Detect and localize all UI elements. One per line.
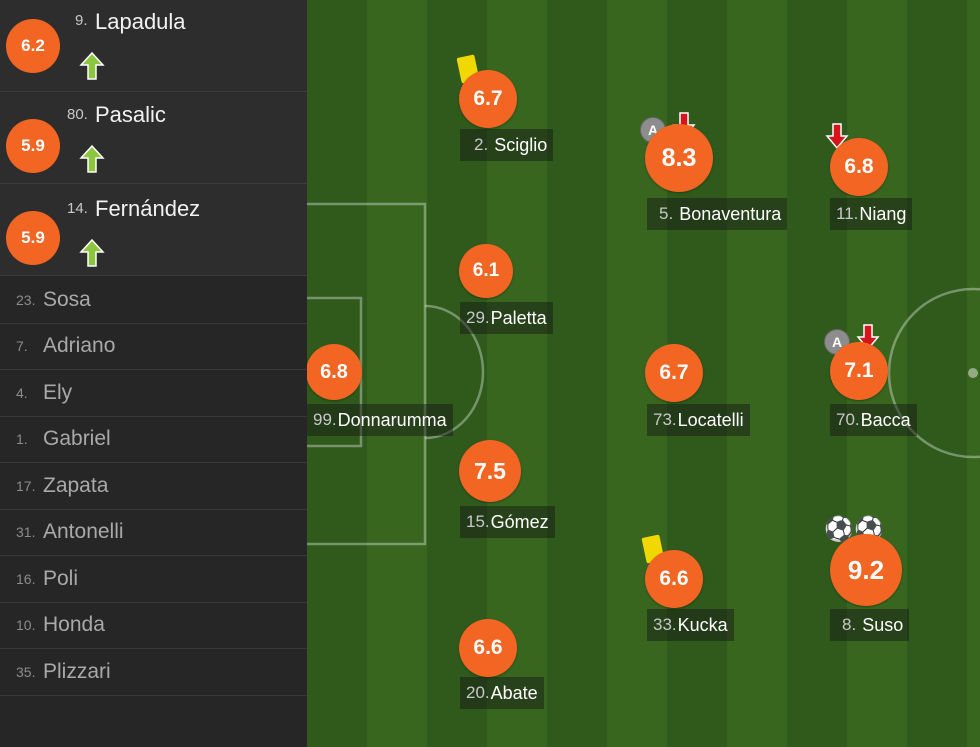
bench-row[interactable]: 31. Antonelli	[0, 510, 307, 556]
bench-row[interactable]: 10. Honda	[0, 603, 307, 649]
player-name: Kucka	[677, 614, 728, 635]
player-name: Bacca	[860, 409, 911, 430]
rating-badge: 6.8	[830, 138, 888, 196]
player-number: 15.	[466, 512, 490, 531]
player-number: 23.	[16, 292, 36, 308]
player-number: 99.	[313, 410, 337, 429]
sub-row-fernandez[interactable]: 5.9 14. Fernández	[0, 184, 307, 276]
player-name: Locatelli	[677, 409, 744, 430]
player-label-kucka[interactable]: 33.Kucka	[647, 609, 734, 641]
rating-badge: 6.8	[307, 344, 362, 400]
player-number: 7.	[16, 338, 28, 354]
bench-row[interactable]: 17. Zapata	[0, 464, 307, 510]
player-name: Niang	[859, 203, 907, 224]
player-name: Gabriel	[43, 427, 111, 450]
player-number: 70.	[836, 410, 860, 429]
player-number: 11.	[836, 204, 859, 223]
player-name: Gómez	[490, 511, 549, 532]
pitch-lineup: 6.8 99.Donnarumma 6.7 2. Sciglio 6.1 29.…	[307, 0, 980, 747]
rating-badge: 6.6	[459, 619, 517, 677]
rating-badge: 6.7	[459, 70, 517, 128]
rating-badge: 7.5	[459, 440, 521, 502]
player-number: 9.	[75, 12, 88, 29]
player-number: 80.	[67, 106, 88, 123]
player-number: 17.	[16, 478, 36, 494]
rating-badge: 8.3	[645, 124, 713, 192]
player-number: 4.	[16, 385, 28, 401]
player-number: 20.	[466, 683, 490, 702]
player-number: 8.	[842, 615, 857, 634]
bench-row[interactable]: 1. Gabriel	[0, 417, 307, 463]
rating-badge: 6.7	[645, 344, 703, 402]
bench-row[interactable]: 16. Poli	[0, 557, 307, 603]
player-label-locatelli[interactable]: 73.Locatelli	[647, 404, 750, 436]
substitutes-panel: 6.2 9. Lapadula 5.9 80. Pasalic 5.9 14. …	[0, 0, 307, 747]
rating-badge: 6.2	[6, 19, 60, 73]
player-number: 1.	[16, 431, 28, 447]
sub-row-lapadula[interactable]: 6.2 9. Lapadula	[0, 0, 307, 92]
player-name: Abate	[490, 682, 538, 703]
player-name: Fernández	[95, 196, 201, 221]
player-label-bonaventura[interactable]: 5. Bonaventura	[647, 198, 788, 230]
player-name: Poli	[43, 567, 79, 590]
rating-badge: 5.9	[6, 211, 60, 265]
arrow-up-icon	[79, 238, 105, 267]
player-label-niang[interactable]: 11.Niang	[830, 198, 913, 230]
rating-badge: 5.9	[6, 119, 60, 173]
player-name: Plizzari	[43, 660, 111, 683]
player-name: Zapata	[43, 474, 109, 497]
arrow-up-icon	[79, 144, 105, 173]
player-label-sciglio[interactable]: 2. Sciglio	[460, 129, 554, 161]
player-name: Sosa	[43, 288, 91, 311]
player-number: 14.	[67, 200, 88, 217]
player-number: 10.	[16, 617, 36, 633]
player-label-suso[interactable]: 8. Suso	[830, 609, 910, 641]
arrow-up-icon	[79, 51, 105, 80]
rating-badge: 9.2	[830, 534, 902, 606]
bench-row[interactable]: 35. Plizzari	[0, 650, 307, 696]
player-label-paletta[interactable]: 29.Paletta	[460, 302, 553, 334]
player-label-abate[interactable]: 20.Abate	[460, 677, 544, 709]
sub-row-pasalic[interactable]: 5.9 80. Pasalic	[0, 92, 307, 184]
player-name: Lapadula	[95, 9, 186, 34]
player-name: Adriano	[43, 334, 116, 357]
player-name: Pasalic	[95, 102, 166, 127]
player-name: Paletta	[490, 307, 547, 328]
player-name: Antonelli	[43, 520, 124, 543]
player-name: Suso	[862, 614, 904, 635]
player-name: Sciglio	[494, 134, 548, 155]
bench-row[interactable]: 4. Ely	[0, 371, 307, 417]
player-number: 73.	[653, 410, 677, 429]
player-number: 35.	[16, 664, 36, 680]
player-label-donnarumma[interactable]: 99.Donnarumma	[307, 404, 453, 436]
rating-badge: 6.1	[459, 244, 513, 298]
player-name: Ely	[43, 381, 73, 404]
player-name: Donnarumma	[337, 409, 447, 430]
player-name: Bonaventura	[679, 203, 782, 224]
player-name: Honda	[43, 613, 105, 636]
rating-badge: 6.6	[645, 550, 703, 608]
rating-badge: 7.1	[830, 342, 888, 400]
bench-row[interactable]: 7. Adriano	[0, 324, 307, 370]
player-label-bacca[interactable]: 70.Bacca	[830, 404, 917, 436]
player-label-gomez[interactable]: 15.Gómez	[460, 506, 555, 538]
player-number: 2.	[474, 135, 489, 154]
player-number: 29.	[466, 308, 490, 327]
player-number: 33.	[653, 615, 677, 634]
player-number: 16.	[16, 571, 36, 587]
bench-row[interactable]: 23. Sosa	[0, 278, 307, 324]
player-number: 31.	[16, 524, 36, 540]
player-number: 5.	[659, 204, 674, 223]
